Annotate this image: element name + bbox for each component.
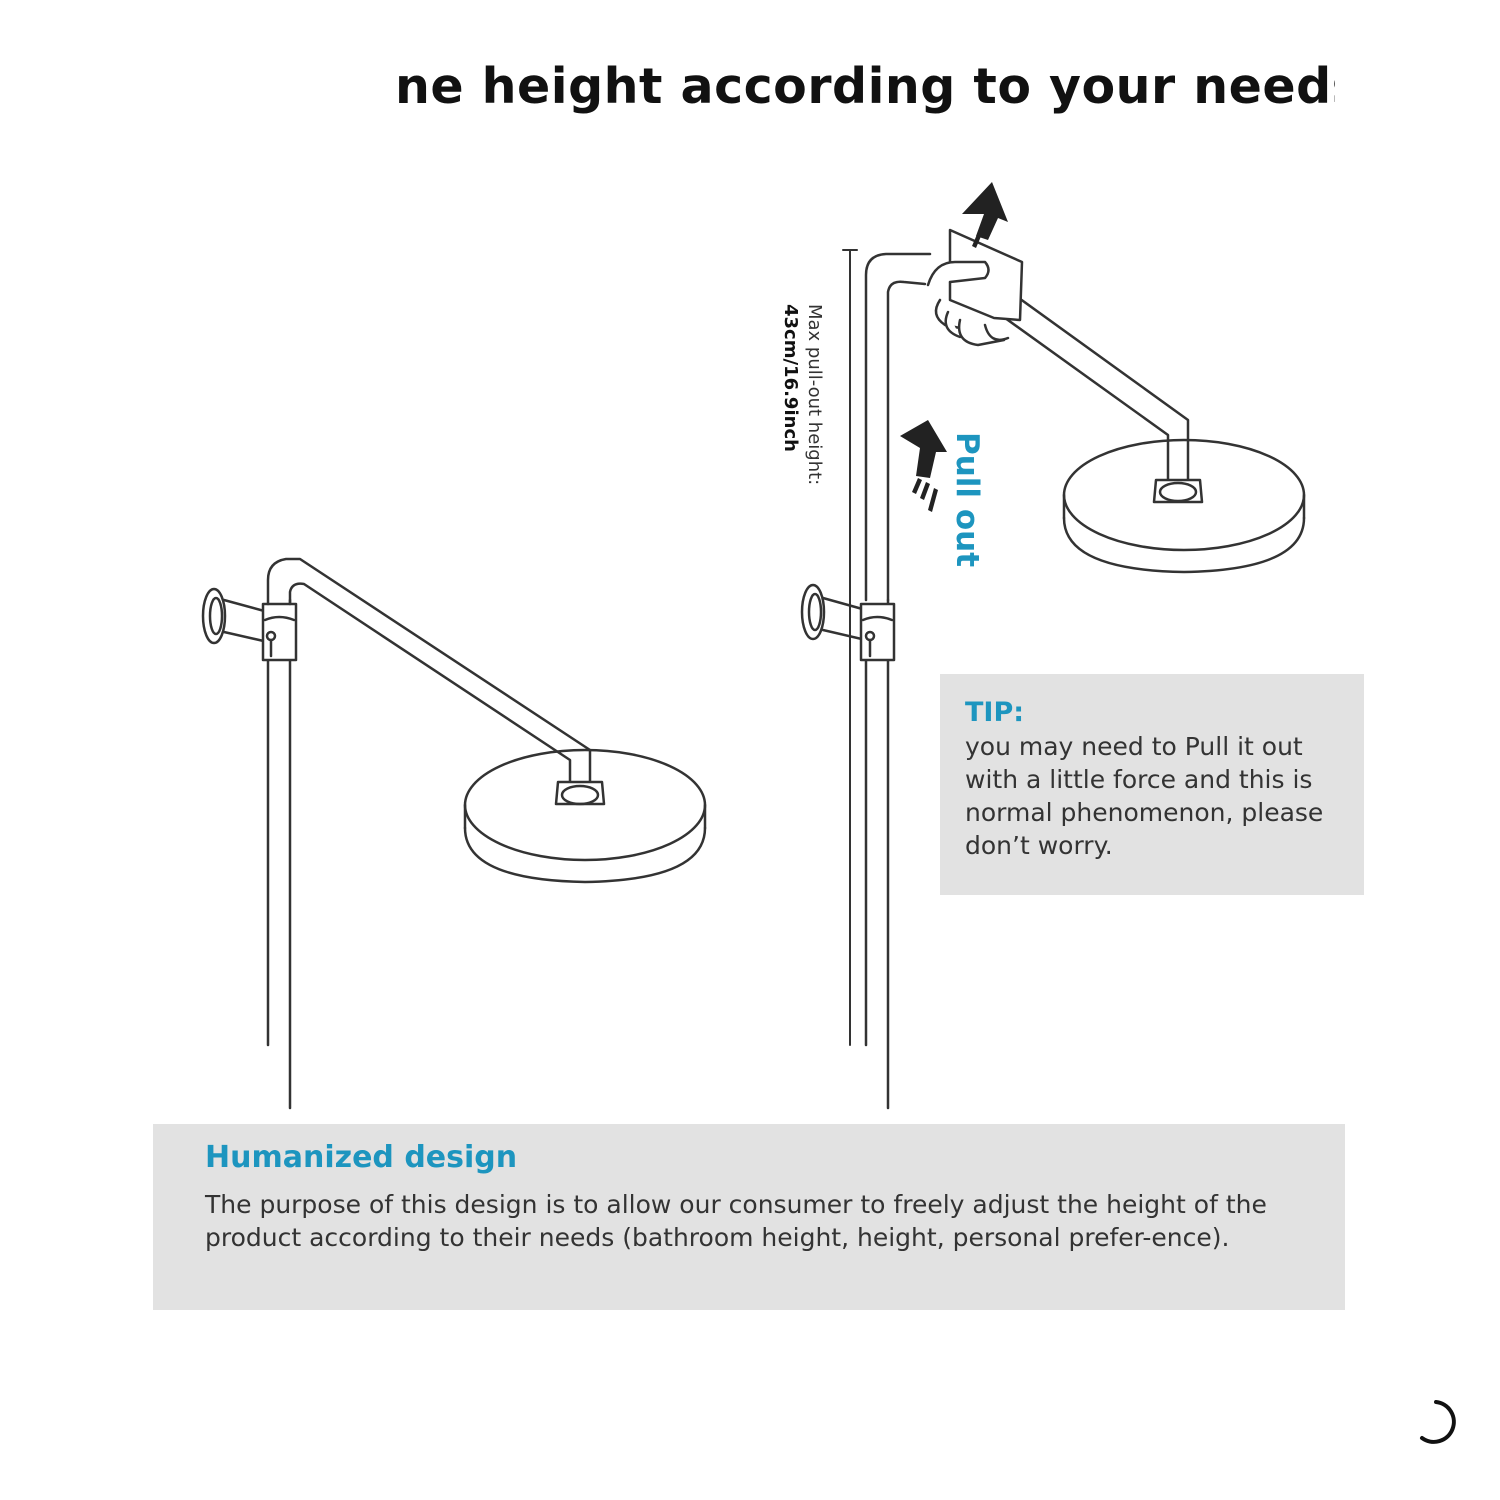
- design-title: Humanized design: [205, 1140, 518, 1175]
- pull-out-label: Pull out: [949, 432, 985, 568]
- hand-icon: [926, 228, 1024, 347]
- page-heading: ne height according to your needs: [395, 58, 1335, 115]
- max-height-label: Max pull-out height: 43cm/16.9inch: [778, 304, 826, 485]
- max-height-title: Max pull-out height:: [804, 304, 825, 486]
- max-height-value: 43cm/16.9inch: [780, 304, 801, 452]
- tip-body: you may need to Pull it out with a littl…: [965, 732, 1324, 860]
- design-box: Humanized design The purpose of this des…: [153, 1124, 1345, 1310]
- design-body: The purpose of this design is to allow o…: [205, 1190, 1267, 1252]
- shower-retracted: [201, 557, 707, 1110]
- tip-box: TIP: you may need to Pull it out with a …: [940, 674, 1364, 895]
- up-arrow-icon: [962, 182, 1008, 248]
- tip-title: TIP:: [965, 697, 1025, 728]
- loading-spinner-icon: [1420, 1400, 1456, 1444]
- up-arrow-icon: [900, 420, 947, 512]
- shower-extended: [800, 228, 1306, 1110]
